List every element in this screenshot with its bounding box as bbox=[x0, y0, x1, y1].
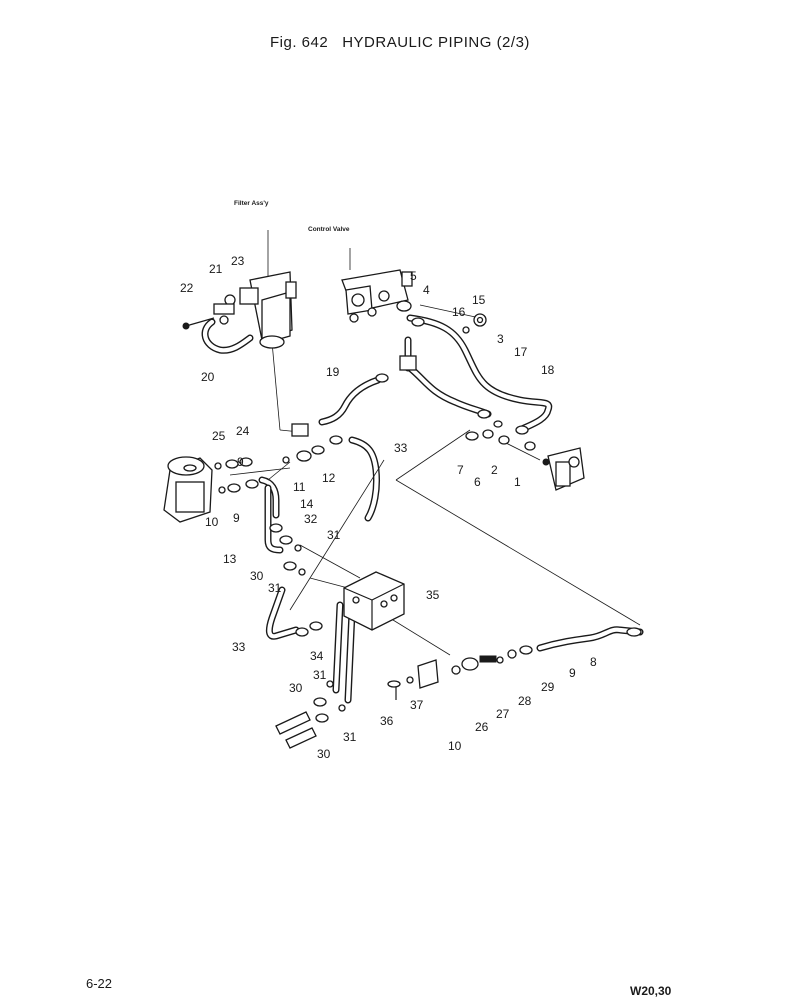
callout: 19 bbox=[326, 365, 340, 379]
callout: 25 bbox=[212, 429, 226, 443]
callout-numbers: 1 2 3 4 5 6 7 8 9 9 9 10 10 11 12 13 14 … bbox=[180, 254, 597, 761]
pump-left bbox=[163, 456, 213, 523]
valve-block-35 bbox=[343, 571, 405, 631]
callout: 12 bbox=[322, 471, 336, 485]
callout: 31 bbox=[327, 528, 341, 542]
callout: 24 bbox=[236, 424, 250, 438]
callout: 20 bbox=[201, 370, 215, 384]
callout: 17 bbox=[514, 345, 528, 359]
callout: 11 bbox=[293, 480, 306, 494]
callout: 3 bbox=[497, 332, 504, 346]
callout: 31 bbox=[343, 730, 357, 744]
callout: 4 bbox=[423, 283, 430, 297]
figure-caption: HYDRAULIC PIPING (2/3) bbox=[342, 34, 530, 51]
callout: 9 bbox=[569, 666, 576, 680]
callout: 28 bbox=[518, 694, 532, 708]
callout: 7 bbox=[457, 463, 464, 477]
callout: 21 bbox=[209, 262, 223, 276]
right-valve-1 bbox=[542, 447, 585, 491]
callout: 35 bbox=[426, 588, 440, 602]
filter-assembly bbox=[213, 271, 297, 349]
callout: 33 bbox=[394, 441, 408, 455]
fittings-30-31-32 bbox=[269, 523, 306, 576]
callout: 5 bbox=[410, 269, 417, 283]
callout: 10 bbox=[448, 739, 462, 753]
pipe-network bbox=[201, 314, 644, 704]
fittings-15-16 bbox=[462, 313, 487, 334]
callout: 37 bbox=[410, 698, 424, 712]
callout: 33 bbox=[232, 640, 246, 654]
control-valve bbox=[341, 269, 413, 323]
callout: 9 bbox=[237, 455, 244, 469]
callout: 30 bbox=[289, 681, 303, 695]
callout: 27 bbox=[496, 707, 510, 721]
figure-number: Fig. 642 bbox=[270, 34, 329, 51]
bolt-22 bbox=[182, 317, 215, 330]
callout: 32 bbox=[304, 512, 318, 526]
callout: 36 bbox=[380, 714, 394, 728]
figure-title: Fig. 642 HYDRAULIC PIPING (2/3) bbox=[270, 34, 530, 51]
model-code: W20,30 bbox=[630, 984, 672, 998]
callout: 16 bbox=[452, 305, 466, 319]
callout: 26 bbox=[475, 720, 489, 734]
callout: 31 bbox=[268, 581, 282, 595]
fittings-lower-cluster bbox=[275, 621, 346, 749]
callout: 18 bbox=[541, 363, 555, 377]
leader-lines bbox=[229, 230, 641, 656]
fitting-4 bbox=[396, 300, 425, 327]
callout: 13 bbox=[223, 552, 237, 566]
parts-36-37 bbox=[387, 659, 439, 700]
tee-fitting bbox=[375, 355, 417, 383]
callout: 2 bbox=[491, 463, 498, 477]
callout: 1 bbox=[514, 475, 521, 489]
callout: 30 bbox=[317, 747, 331, 761]
callout: 10 bbox=[205, 515, 219, 529]
fitting-chain-lower-right bbox=[451, 627, 642, 675]
filter-assembly-label: Filter Ass'y bbox=[234, 200, 269, 207]
callout: 34 bbox=[310, 649, 324, 663]
callout: 9 bbox=[233, 511, 240, 525]
callout: 15 bbox=[472, 293, 486, 307]
control-valve-label: Control Valve bbox=[308, 226, 350, 233]
callout: 23 bbox=[231, 254, 245, 268]
callout: 30 bbox=[250, 569, 264, 583]
callout: 14 bbox=[300, 497, 314, 511]
callout: 31 bbox=[313, 668, 327, 682]
callout: 6 bbox=[474, 475, 481, 489]
page-number: 6-22 bbox=[86, 976, 113, 991]
callout: 29 bbox=[541, 680, 555, 694]
fittings-right-cluster bbox=[465, 409, 536, 451]
callout: 8 bbox=[590, 655, 597, 669]
fittings-left-cluster bbox=[214, 423, 343, 494]
callout: 22 bbox=[180, 281, 194, 295]
